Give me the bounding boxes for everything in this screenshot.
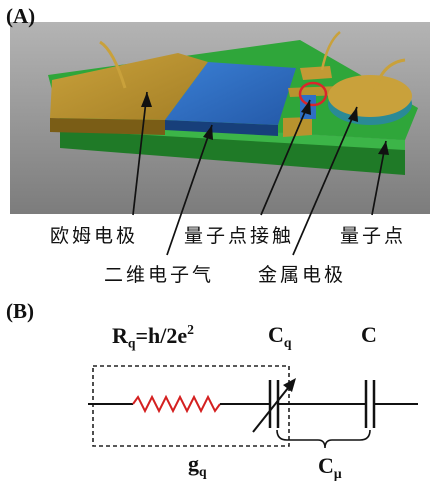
label-ohmic-electrode: 欧姆电极 [50, 225, 139, 247]
panel-label-b: (B) [6, 299, 34, 323]
two-deg-side [165, 120, 278, 136]
cq-variable-arrowhead [283, 378, 296, 392]
gq-sub: q [199, 463, 207, 479]
label-qpc: 量子点接触 [184, 225, 295, 247]
cmu-main: C [318, 453, 334, 478]
rq-lhs: R [112, 322, 128, 348]
quantum-dot-top [328, 75, 412, 117]
ohmic-electrode-top [50, 53, 208, 120]
arrowhead-ohmic [141, 92, 152, 107]
cq-variable-arrow [252, 382, 293, 433]
label-cq: Cq [268, 322, 291, 351]
arrowhead-quantum-dot [378, 141, 389, 155]
cmu-brace [276, 429, 371, 449]
arrow-ohmic [132, 91, 148, 216]
arrowhead-2deg [203, 125, 213, 140]
resistor-rq [132, 394, 221, 414]
ohmic-wire [99, 40, 127, 89]
arrow-qpc [260, 99, 311, 216]
cq-sub: q [283, 334, 292, 350]
cq-main: C [268, 322, 284, 347]
two-deg-top [165, 62, 296, 125]
arrow-metal [292, 106, 358, 256]
cmu-sub: μ [333, 465, 342, 481]
qpc-wire [320, 31, 341, 71]
arrow-2deg [166, 124, 213, 256]
qpc-gate-lower [283, 117, 312, 137]
label-cmu: Cμ [318, 453, 342, 482]
rq-sup: 2 [187, 322, 194, 337]
gq-main: g [188, 451, 199, 476]
label-rq: Rq=h/2e2 [112, 322, 194, 352]
qpc-highlight-circle [298, 81, 328, 107]
rq-sub: q [127, 335, 136, 351]
panel-label-a: (A) [6, 4, 36, 28]
label-metal-electrode: 金属电极 [258, 264, 347, 286]
ohmic-electrode-side [50, 118, 165, 135]
label-gq: gq [188, 451, 207, 480]
label-c: C [361, 322, 377, 347]
label-two-deg: 二维电子气 [104, 264, 215, 286]
rq-rhs: =h/2e [135, 322, 188, 348]
gq-dashed-box [92, 365, 290, 447]
arrowhead-metal [348, 107, 358, 122]
arrowhead-qpc [301, 100, 311, 115]
leader-lines [132, 91, 387, 256]
leader-arrowheads [141, 92, 389, 155]
qpc-gate-top [300, 66, 332, 80]
label-quantum-dot: 量子点 [340, 225, 407, 247]
quantum-dot-wire [373, 58, 406, 91]
